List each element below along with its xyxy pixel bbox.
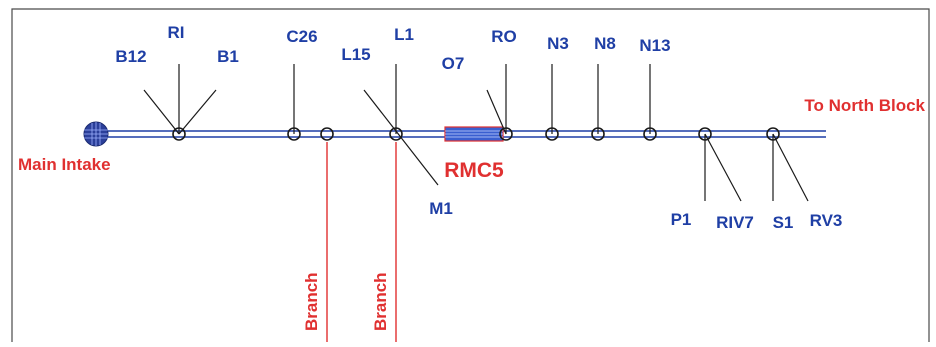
main-intake-label: Main Intake xyxy=(18,155,111,174)
label-ro: RO xyxy=(491,27,517,46)
node-junction-n13 xyxy=(643,127,657,141)
main-intake-icon xyxy=(83,121,109,147)
label-o7: O7 xyxy=(442,54,465,73)
node-junction-n3 xyxy=(545,127,559,141)
label-b12: B12 xyxy=(115,47,146,66)
label-rv3: RV3 xyxy=(810,211,843,230)
label-riv7: RIV7 xyxy=(716,213,754,232)
label-n13: N13 xyxy=(639,36,670,55)
label-n3: N3 xyxy=(547,34,569,53)
label-m1: M1 xyxy=(429,199,453,218)
label-s1: S1 xyxy=(773,213,794,232)
node-junction-branch1 xyxy=(320,127,334,141)
node-junction-ro xyxy=(499,127,513,141)
label-c26: C26 xyxy=(286,27,317,46)
node-junction-b xyxy=(172,127,186,141)
destination-label: To North Block xyxy=(804,96,925,115)
rmc5-block-hatch xyxy=(445,130,503,138)
label-l1: L1 xyxy=(394,25,414,44)
label-p1: P1 xyxy=(671,210,692,229)
node-junction-n8 xyxy=(591,127,605,141)
label-b1: B1 xyxy=(217,47,239,66)
node-junction-p1 xyxy=(698,127,712,141)
label-ri: RI xyxy=(168,23,185,42)
diagram-border xyxy=(11,8,930,342)
label-n8: N8 xyxy=(594,34,616,53)
trunk-nodes xyxy=(172,127,780,141)
branch-label-2: Branch xyxy=(371,272,390,331)
node-junction-s1 xyxy=(766,127,780,141)
rmc5-label: RMC5 xyxy=(444,159,504,182)
branch-label-1: Branch xyxy=(302,272,321,331)
node-junction-l1 xyxy=(389,127,403,141)
label-l15: L15 xyxy=(341,45,370,64)
node-junction-c26 xyxy=(287,127,301,141)
